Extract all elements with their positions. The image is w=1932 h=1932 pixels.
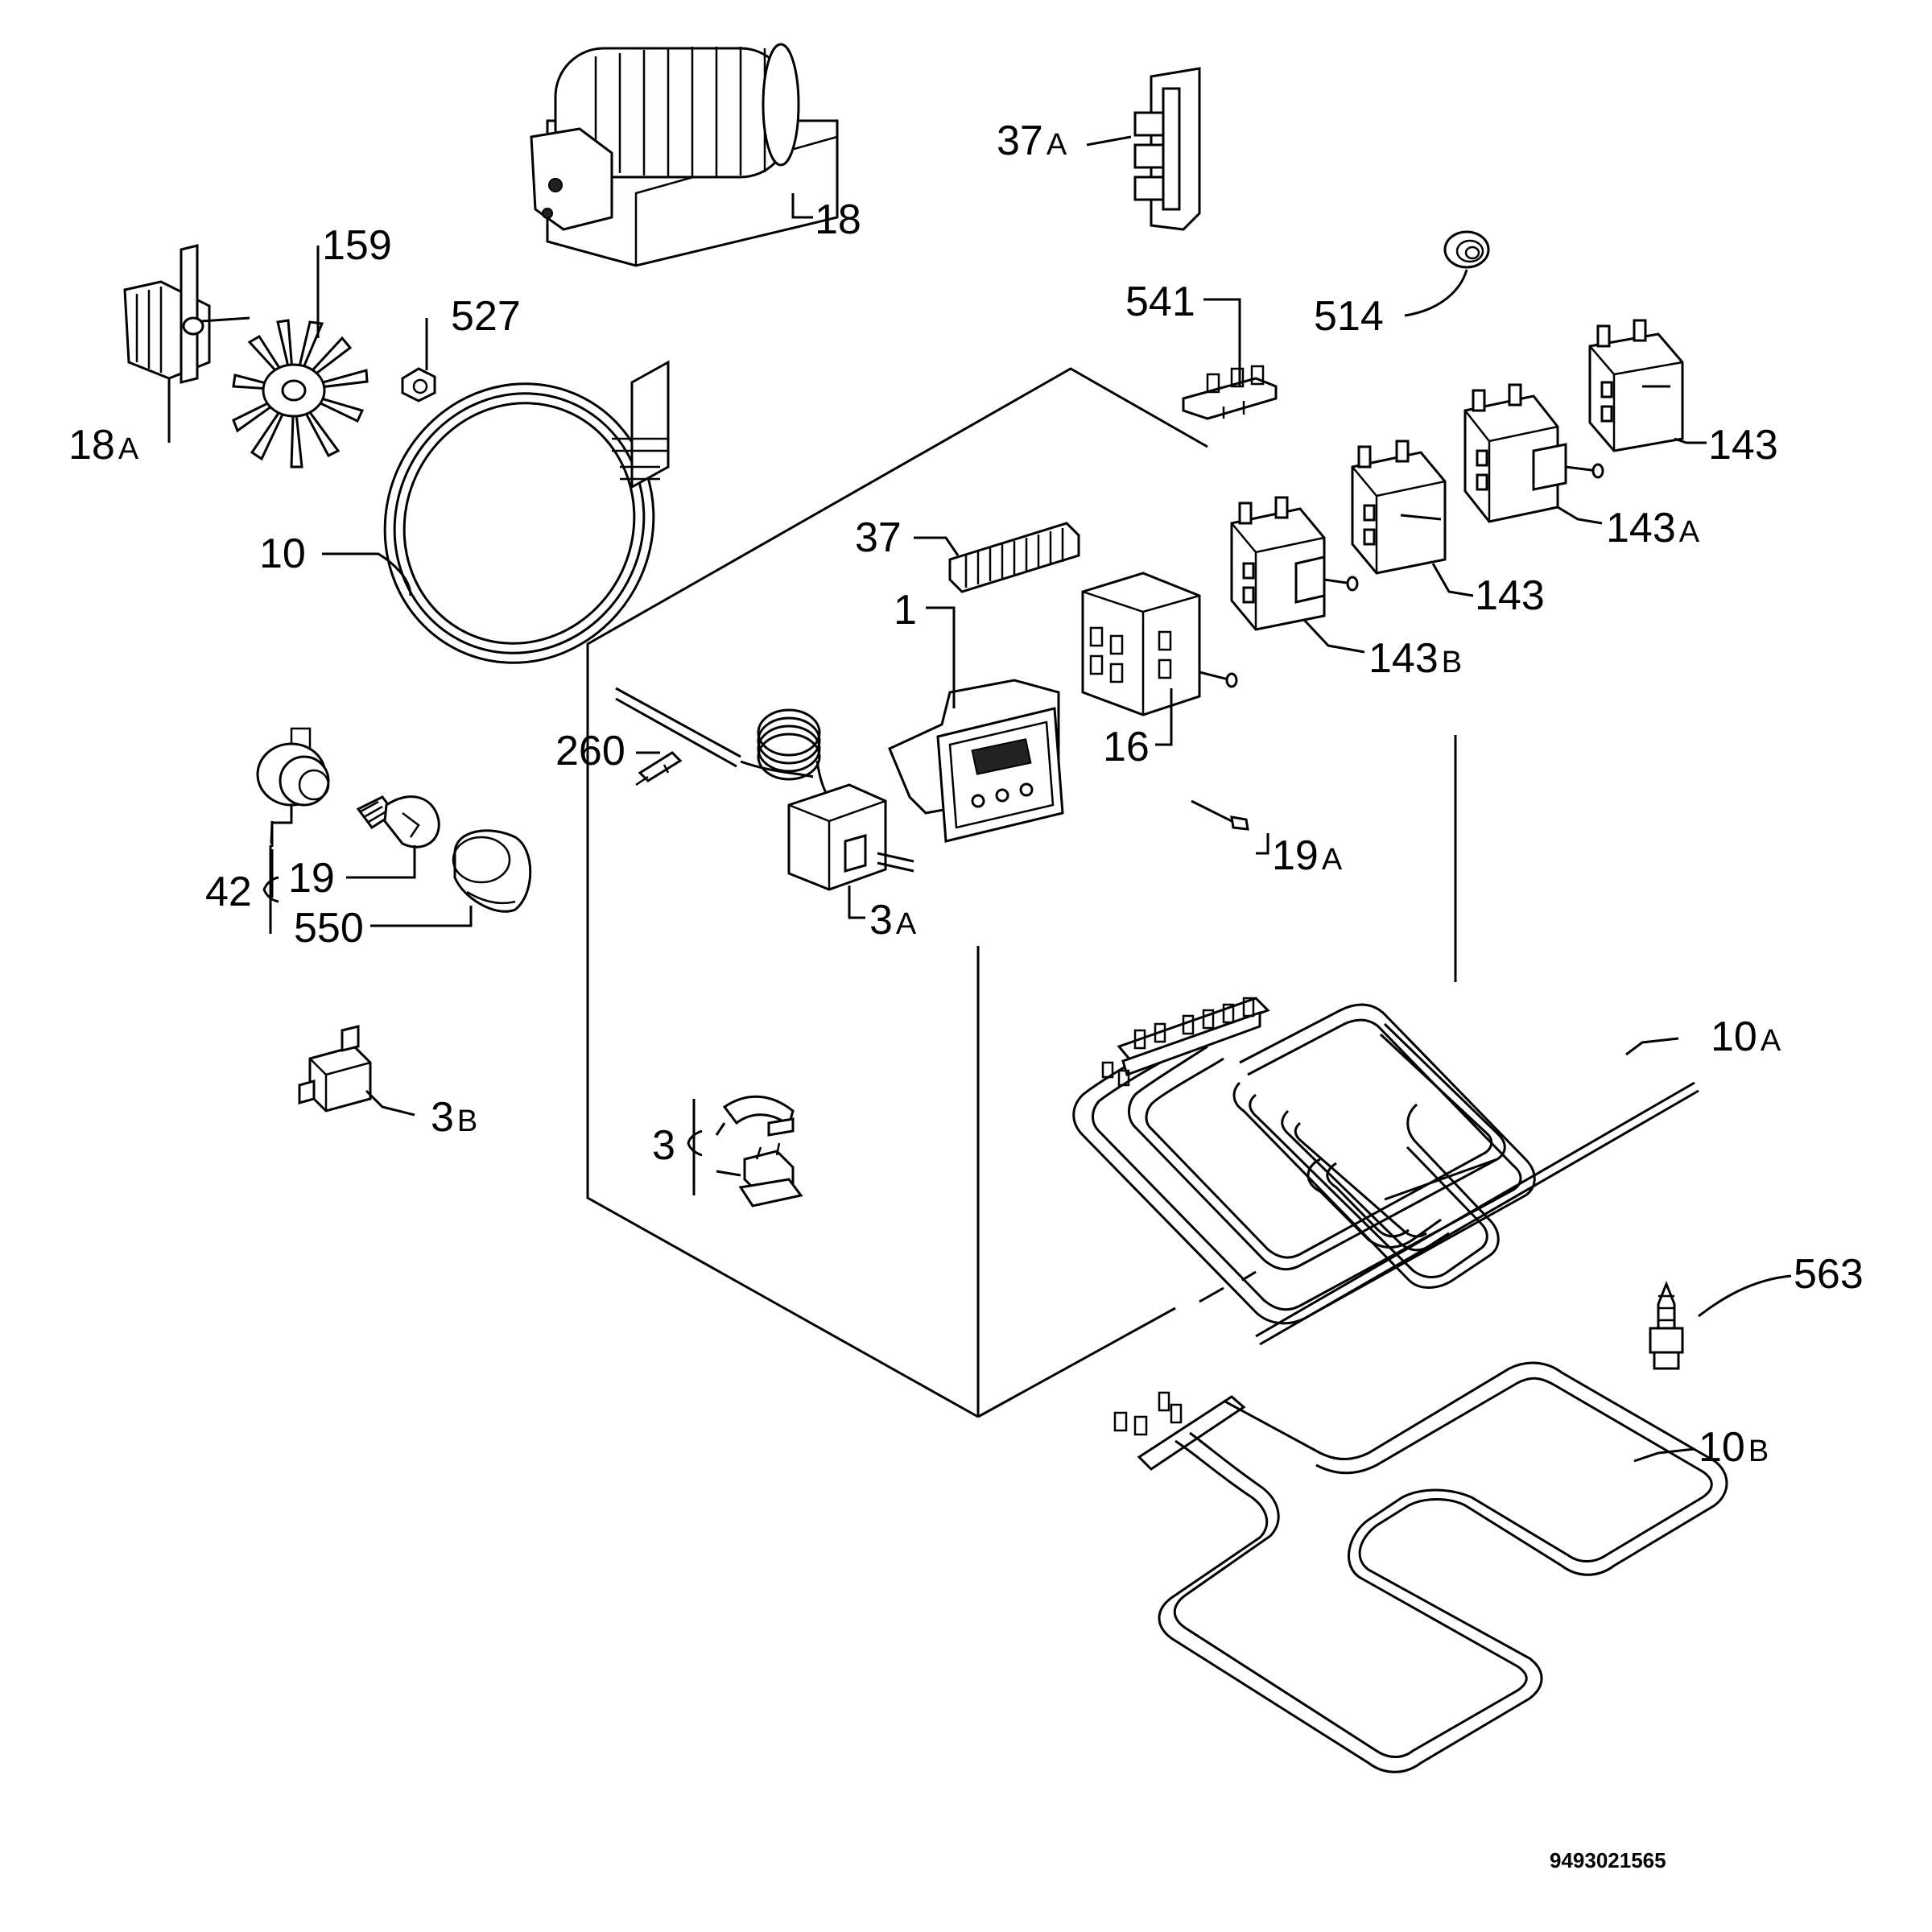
switch-143a-part[interactable] bbox=[1463, 383, 1604, 523]
stud-part[interactable] bbox=[1649, 1280, 1684, 1370]
fan-motor-part[interactable] bbox=[123, 244, 250, 384]
label-563: 563 bbox=[1794, 1251, 1864, 1298]
lamp-bulb-part[interactable] bbox=[356, 795, 440, 848]
wire-connector-part[interactable] bbox=[1191, 799, 1249, 831]
label-159: 159 bbox=[322, 222, 392, 269]
lamp-glass-cover-part[interactable] bbox=[452, 829, 532, 913]
fan-nut-part[interactable] bbox=[401, 367, 436, 402]
label-16: 16 bbox=[1103, 724, 1150, 770]
label-19: 19 bbox=[288, 855, 335, 902]
label-18: 18 bbox=[815, 196, 861, 243]
selector-switch-part[interactable] bbox=[1081, 572, 1238, 716]
switch-143-mid-part[interactable] bbox=[1351, 440, 1447, 575]
clip-part[interactable] bbox=[635, 751, 683, 786]
electronic-timer-part[interactable] bbox=[888, 679, 1064, 843]
thermal-cutout-part[interactable] bbox=[298, 1025, 372, 1113]
label-541: 541 bbox=[1125, 279, 1195, 325]
connector-part[interactable] bbox=[1182, 365, 1278, 420]
switch-143-top-part[interactable] bbox=[1588, 319, 1684, 452]
label-514: 514 bbox=[1314, 293, 1384, 340]
label-260: 260 bbox=[555, 728, 625, 774]
terminal-block-part[interactable] bbox=[948, 522, 1080, 593]
bracket-marks bbox=[262, 845, 703, 1195]
safety-thermostat-parts[interactable] bbox=[722, 1095, 803, 1208]
lamp-holder-part[interactable] bbox=[256, 727, 330, 807]
label-143-mid: 143 bbox=[1475, 572, 1545, 619]
label-143-top: 143 bbox=[1708, 422, 1778, 469]
top-heating-element-part[interactable] bbox=[1072, 997, 1699, 1346]
label-37: 37 bbox=[855, 514, 902, 561]
bottom-heating-element-part[interactable] bbox=[1113, 1361, 1728, 1773]
terminal-bracket-part[interactable] bbox=[1133, 67, 1201, 231]
label-550: 550 bbox=[294, 905, 364, 952]
oven-cavity-outline bbox=[586, 367, 1457, 1418]
label-1: 1 bbox=[894, 587, 917, 634]
switch-143b-part[interactable] bbox=[1230, 496, 1359, 631]
grommet-part[interactable] bbox=[1443, 230, 1490, 269]
circular-heating-element-part[interactable] bbox=[340, 340, 700, 708]
thermostat-part[interactable] bbox=[615, 687, 914, 891]
label-42: 42 bbox=[205, 869, 252, 915]
document-number: 9493021565 bbox=[1550, 1848, 1666, 1872]
label-527: 527 bbox=[451, 293, 521, 340]
label-3: 3 bbox=[652, 1122, 675, 1169]
label-10: 10 bbox=[259, 530, 306, 577]
fan-blade-part[interactable] bbox=[232, 319, 369, 469]
tangential-fan-part[interactable] bbox=[530, 43, 839, 267]
leader-lines bbox=[167, 135, 1792, 1463]
